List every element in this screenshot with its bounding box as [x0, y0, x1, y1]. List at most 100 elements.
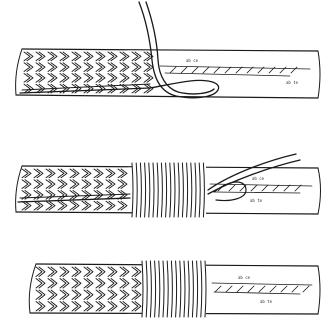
braid-strand [96, 84, 105, 93]
braid-strand [108, 267, 117, 277]
stitch-mark [170, 67, 176, 73]
braid-strand [70, 180, 79, 189]
braid-strand [118, 201, 127, 210]
step-1-stitches [170, 67, 297, 73]
stitch-mark [270, 286, 276, 292]
step-3-stitches [215, 286, 309, 292]
braid-strand [36, 63, 45, 72]
step-1-rope [16, 49, 320, 98]
braid-strand [72, 290, 81, 300]
braid-strand [36, 302, 45, 312]
stitch-mark [214, 67, 220, 73]
braid-strand [132, 74, 141, 83]
braid-strand [48, 302, 57, 312]
braid-strand [118, 169, 127, 178]
braid-strand [48, 279, 57, 289]
step-2-panel: ab ce ab te [16, 154, 321, 217]
braid-strand [108, 63, 117, 72]
braid-strand [24, 52, 33, 61]
braid-strand [48, 267, 57, 277]
braid-strand [36, 52, 45, 61]
braid-strand [24, 63, 33, 72]
braid-strand [84, 302, 93, 312]
stitch-mark [203, 67, 209, 73]
braid-strand [82, 180, 91, 189]
braid-strand [96, 52, 105, 61]
stitch-mark [262, 185, 268, 191]
braid-strand [22, 169, 31, 178]
step-2-margin-mark-b: ab te [250, 198, 263, 203]
stitch-mark [229, 185, 235, 191]
braid-strand [132, 52, 141, 61]
braid-strand [144, 63, 153, 72]
braid-strand [108, 279, 117, 289]
braid-strand [36, 279, 45, 289]
step-2-braid [22, 169, 127, 210]
stitch-mark [225, 67, 231, 73]
braid-strand [72, 267, 81, 277]
braid-strand [132, 267, 141, 277]
braid-strand [48, 52, 57, 61]
step-1-panel: ab ce ab te [16, 2, 320, 98]
braid-strand [118, 180, 127, 189]
step-3-margin-mark-a: ab ce [238, 275, 251, 280]
braid-strand [22, 201, 31, 210]
braid-strand [34, 201, 43, 210]
braid-strand [132, 63, 141, 72]
braid-strand [72, 74, 81, 83]
step-3-binding [142, 261, 206, 317]
braid-strand [84, 267, 93, 277]
binding-band [132, 163, 206, 217]
braid-strand [84, 74, 93, 83]
braid-strand [108, 290, 117, 300]
braid-strand [72, 52, 81, 61]
braid-strand [22, 180, 31, 189]
braid-strand [46, 169, 55, 178]
step-3-panel: ab ce ab te [29, 261, 320, 317]
braid-strand [120, 279, 129, 289]
stitch-mark [251, 185, 257, 191]
braid-strand [58, 191, 67, 200]
braid-strand [60, 290, 69, 300]
braid-strand [96, 63, 105, 72]
braid-strand [84, 290, 93, 300]
braid-strand [60, 74, 69, 83]
braid-strand [120, 52, 129, 61]
braid-strand [58, 169, 67, 178]
braid-strand [60, 267, 69, 277]
stitch-mark [237, 286, 243, 292]
step-3-margin-mark-b: ab te [260, 299, 273, 304]
braid-strand [108, 302, 117, 312]
braid-strand [96, 302, 105, 312]
braid-strand [82, 169, 91, 178]
braid-strand [132, 279, 141, 289]
braid-strand [108, 74, 117, 83]
braid-strand [120, 302, 129, 312]
braid-strand [46, 180, 55, 189]
braid-strand [120, 290, 129, 300]
braid-strand [96, 290, 105, 300]
stitch-mark [215, 286, 221, 292]
stitch-mark [280, 67, 286, 73]
braid-strand [48, 63, 57, 72]
braid-strand [106, 169, 115, 178]
stitch-mark [292, 286, 298, 292]
braid-strand [70, 169, 79, 178]
braid-strand [84, 279, 93, 289]
stitch-mark [273, 185, 279, 191]
stitch-mark [226, 286, 232, 292]
braid-strand [82, 191, 91, 200]
stitch-mark [281, 286, 287, 292]
braid-strand [24, 84, 33, 93]
braid-strand [94, 169, 103, 178]
braid-strand [60, 52, 69, 61]
braid-strand [48, 74, 57, 83]
braid-strand [84, 63, 93, 72]
braid-strand [46, 201, 55, 210]
step-1-margin-mark-b: ab te [286, 80, 299, 85]
braid-strand [106, 201, 115, 210]
braid-strand [70, 191, 79, 200]
braid-strand [72, 279, 81, 289]
stitch-mark [259, 286, 265, 292]
braid-strand [96, 279, 105, 289]
